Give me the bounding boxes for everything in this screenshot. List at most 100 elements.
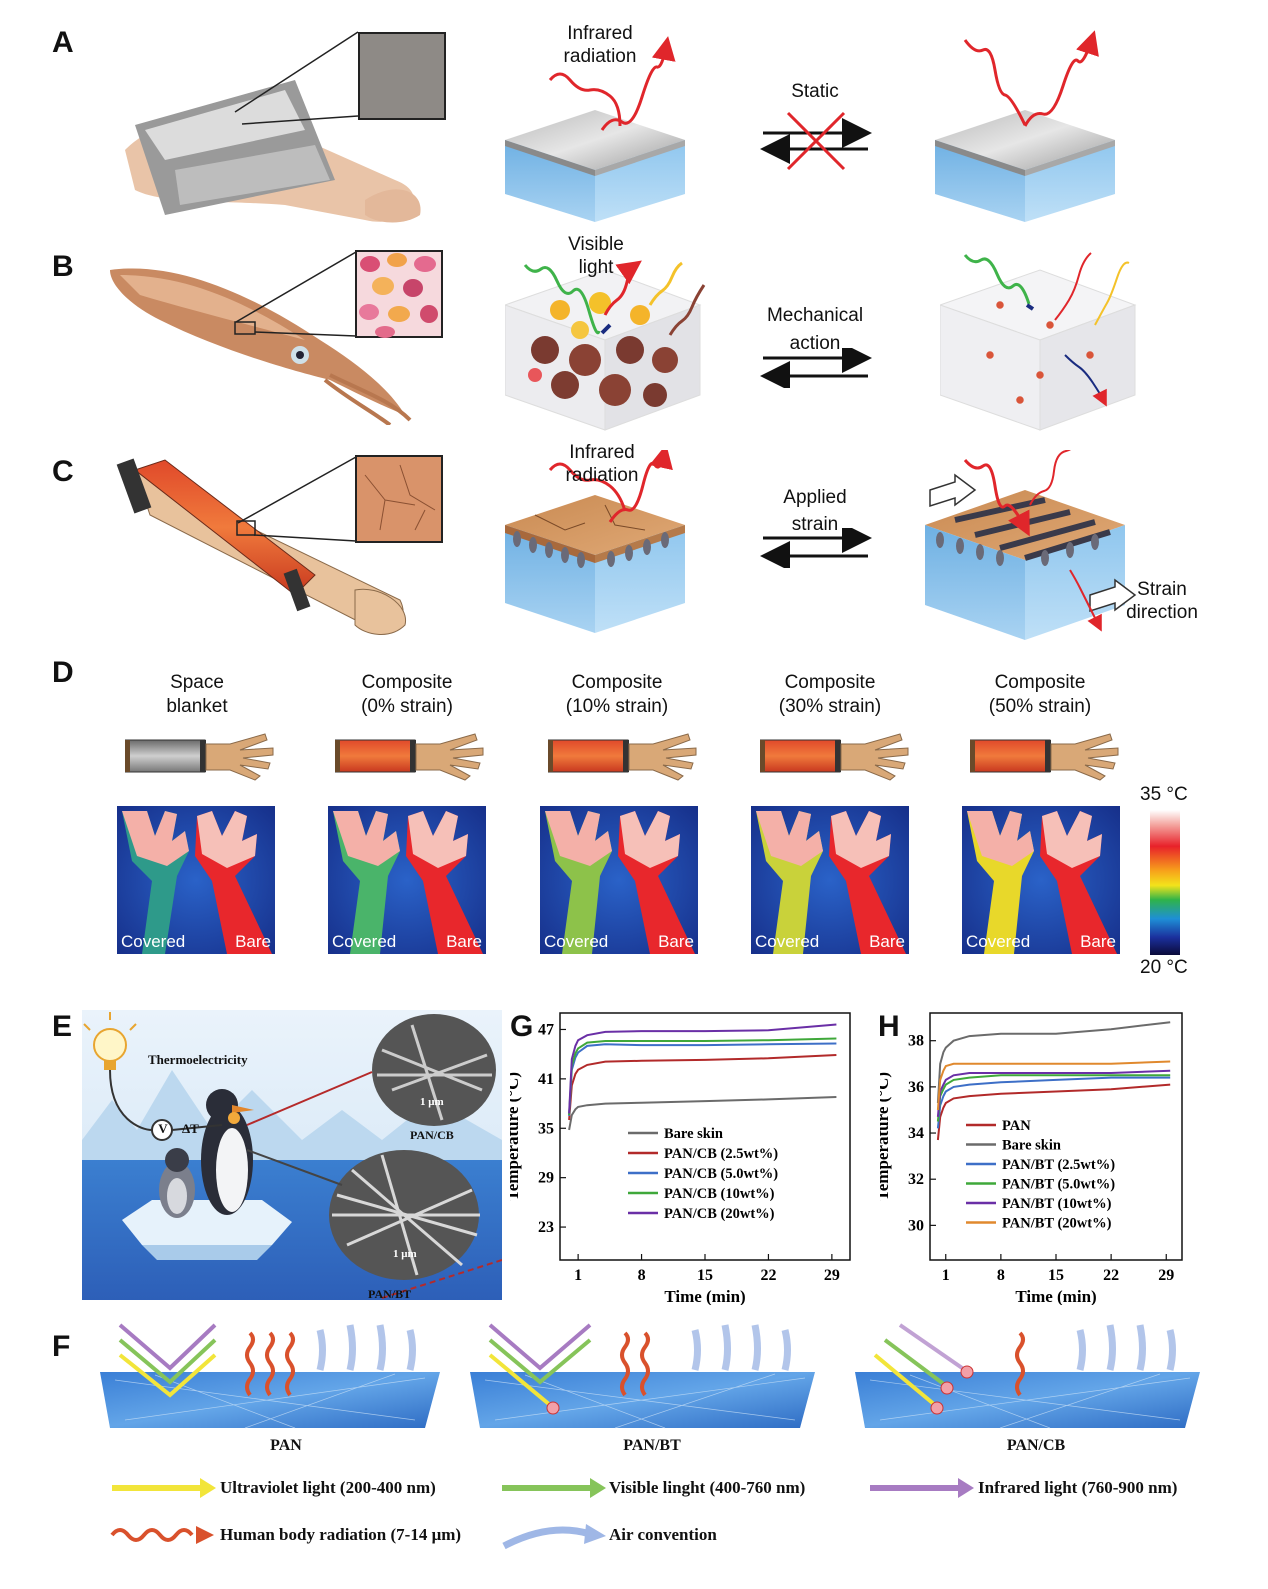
thermal-image-composite-10: Covered Bare (540, 806, 698, 954)
series-line-0 (568, 1096, 837, 1131)
thermal-image-3-graphic (540, 806, 698, 954)
y-tick-label-2: 35 (538, 1120, 554, 1137)
transition-label-a: Static (791, 81, 839, 102)
panel-label-c: C (52, 455, 74, 488)
series-line-3 (936, 1074, 1171, 1122)
pan-bt-caption: PAN/BT (368, 1287, 412, 1301)
ir-reflect-arrow-a2 (963, 30, 1099, 127)
cracked-film-zoom-inset (355, 455, 443, 543)
cube-c-right (925, 473, 1137, 640)
visible-light-arrows-b2 (963, 252, 1130, 407)
legend-label-4: PAN/BT (10wt%) (1002, 1196, 1112, 1212)
covered-hand-icon-2 (335, 733, 484, 781)
cube-c-left (505, 495, 685, 633)
series-line-1 (936, 1021, 1171, 1104)
legend-body-radiation-label: Human body radiation (7-14 μm) (220, 1525, 462, 1544)
zoom-lines-c (236, 456, 357, 542)
x-tick-label-0: 1 (574, 1267, 582, 1284)
covered-label-2: Covered (332, 932, 397, 951)
legend-air-convection-label: Air convention (609, 1525, 717, 1544)
panel-label-g: G (510, 1010, 534, 1043)
condition-label-composite-50: Composite (50% strain) (988, 672, 1092, 717)
y-tick-label-4: 38 (908, 1033, 924, 1050)
thermal-image-4-graphic (751, 806, 909, 954)
thermal-image-space-blanket: Covered Bare (117, 806, 275, 954)
space-blanket-zoom-inset (358, 32, 446, 120)
strain-direction-label: Strain direction (1126, 579, 1198, 623)
penguin-thermoelectric-illustration (82, 1010, 502, 1300)
cube-a-left (505, 110, 685, 222)
y-tick-label-3: 41 (538, 1071, 554, 1088)
body-radiation-wave-icon (110, 1526, 214, 1544)
uv-arrow-icon (112, 1478, 216, 1498)
legend-label-5: PAN/BT (20wt%) (1002, 1216, 1112, 1232)
legend-label-0: Bare skin (664, 1126, 723, 1142)
reversible-arrows-c (760, 528, 872, 568)
legend-infrared-label: Infrared light (760-900 nm) (978, 1478, 1178, 1497)
y-tick-label-2: 34 (908, 1125, 924, 1142)
panel-label-b: B (52, 250, 74, 283)
temperature-colorbar-min-label: 20 °C (1140, 957, 1188, 978)
fabric-caption-pan-cb: PAN/CB (1006, 1437, 1066, 1454)
x-tick-label-3: 22 (760, 1267, 776, 1284)
scale-bar-1um-bottom: 1 μm (393, 1248, 417, 1260)
panel-label-e: E (52, 1010, 73, 1043)
legend-label-2: PAN/BT (2.5wt%) (1002, 1157, 1115, 1173)
series-line-0 (936, 1083, 1171, 1141)
delta-t-label: ΔT (182, 1121, 199, 1136)
arm-space-blanket-photo (125, 80, 421, 223)
covered-hand-icon-3 (548, 733, 697, 781)
y-tick-label-0: 23 (538, 1219, 554, 1236)
condition-label-space-blanket: Space blanket (166, 672, 228, 717)
series-line-2 (936, 1076, 1171, 1129)
legend-label-3: PAN/CB (10wt%) (664, 1186, 775, 1202)
zoom-lines-a (234, 31, 359, 125)
covered-label-4: Covered (755, 932, 820, 951)
ir-arrows-c2 (963, 450, 1102, 632)
ir-label-a: Infrared radiation (563, 23, 637, 67)
x-tick-label-1: 8 (997, 1267, 1005, 1284)
series-line-4 (568, 1023, 837, 1114)
y-tick-label-0: 30 (908, 1217, 924, 1234)
y-tick-label-4: 47 (538, 1021, 554, 1038)
legend-label-3: PAN/BT (5.0wt%) (1002, 1177, 1115, 1193)
thermal-image-5-graphic (962, 806, 1120, 954)
panel-label-h: H (878, 1010, 900, 1043)
series-line-3 (568, 1037, 837, 1116)
thermoelectricity-label: Thermoelectricity (148, 1052, 248, 1067)
cube-b-left (505, 269, 702, 431)
arm-composite-sleeve-illustration (116, 458, 406, 635)
series-line-1 (568, 1054, 837, 1121)
bare-label-1: Bare (235, 932, 271, 951)
x-tick-label-1: 8 (638, 1267, 646, 1284)
legend-visible-label: Visible linght (400-760 nm) (609, 1478, 806, 1497)
y-tick-label-3: 36 (908, 1079, 924, 1096)
covered-hand-icon-1 (125, 733, 274, 781)
x-tick-label-0: 1 (942, 1267, 950, 1284)
y-tick-label-1: 32 (908, 1171, 924, 1188)
panel-label-d: D (52, 656, 74, 689)
temperature-colorbar (1150, 810, 1180, 955)
legend-label-4: PAN/CB (20wt%) (664, 1206, 775, 1222)
temperature-colorbar-max-label: 35 °C (1140, 784, 1188, 805)
thermal-image-composite-30: Covered Bare (751, 806, 909, 954)
ir-reflect-arrow-c (548, 450, 673, 523)
bare-label-3: Bare (658, 932, 694, 951)
condition-label-composite-0: Composite (0% strain) (361, 672, 453, 717)
ir-reflect-arrow-a (548, 36, 676, 131)
condition-label-composite-30: Composite (30% strain) (778, 672, 882, 717)
visible-arrow-icon (502, 1478, 606, 1498)
voltage-v-label: V (158, 1121, 168, 1136)
panel-label-f: F (52, 1330, 71, 1363)
reversible-arrows-b (760, 348, 872, 388)
visible-light-arrows-b (523, 260, 706, 336)
scale-bar-1um-top: 1 μm (420, 1096, 444, 1108)
zoom-lines-b (234, 251, 357, 337)
pan-cb-caption: PAN/CB (410, 1128, 454, 1142)
x-tick-label-3: 22 (1103, 1267, 1119, 1284)
thermal-image-composite-0: Covered Bare (328, 806, 486, 954)
ir-label-c: Infrared radiation (565, 442, 639, 486)
covered-hand-icon-4 (760, 733, 909, 781)
